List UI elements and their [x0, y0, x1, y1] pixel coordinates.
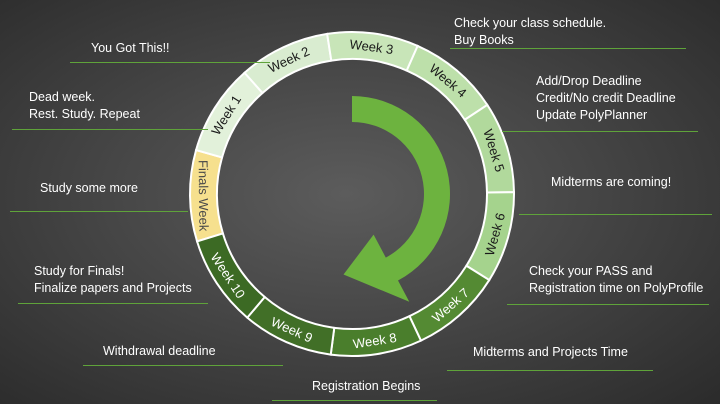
- note-week-9: Study some more: [40, 181, 138, 195]
- note-week-7-underline: [83, 365, 283, 366]
- note-week-8: Study for Finals!Finalize papers and Pro…: [34, 264, 192, 295]
- note-week-1: Check your class schedule.Buy Books: [454, 16, 607, 47]
- segment-label-week-8: Week 8: [352, 330, 398, 352]
- note-week-6-underline: [272, 400, 437, 401]
- segment-label-week-3: Week 3: [349, 36, 394, 57]
- cycle-arrow: [343, 96, 451, 302]
- note-week-7: Withdrawal deadline: [103, 344, 216, 358]
- note-finals-week-underline: [70, 62, 270, 63]
- note-week-4-underline: [507, 304, 709, 305]
- note-week-2-underline: [502, 131, 698, 132]
- note-week-9-underline: [10, 211, 188, 212]
- note-week-3-underline: [519, 214, 712, 215]
- note-week-3: Midterms are coming!: [551, 175, 672, 189]
- note-week-1-underline: [450, 48, 686, 49]
- note-finals-week: You Got This!!: [91, 41, 170, 55]
- note-week-10: Dead week.Rest. Study. Repeat: [29, 90, 140, 121]
- segment-week-10: [195, 232, 267, 320]
- note-week-10-underline: [12, 129, 208, 130]
- note-week-5-underline: [447, 370, 653, 371]
- note-week-5: Midterms and Projects Time: [473, 345, 628, 359]
- note-week-6: Registration Begins: [312, 379, 421, 393]
- segment-label-finals-week: Finals Week: [196, 160, 212, 232]
- note-week-8-underline: [18, 303, 208, 304]
